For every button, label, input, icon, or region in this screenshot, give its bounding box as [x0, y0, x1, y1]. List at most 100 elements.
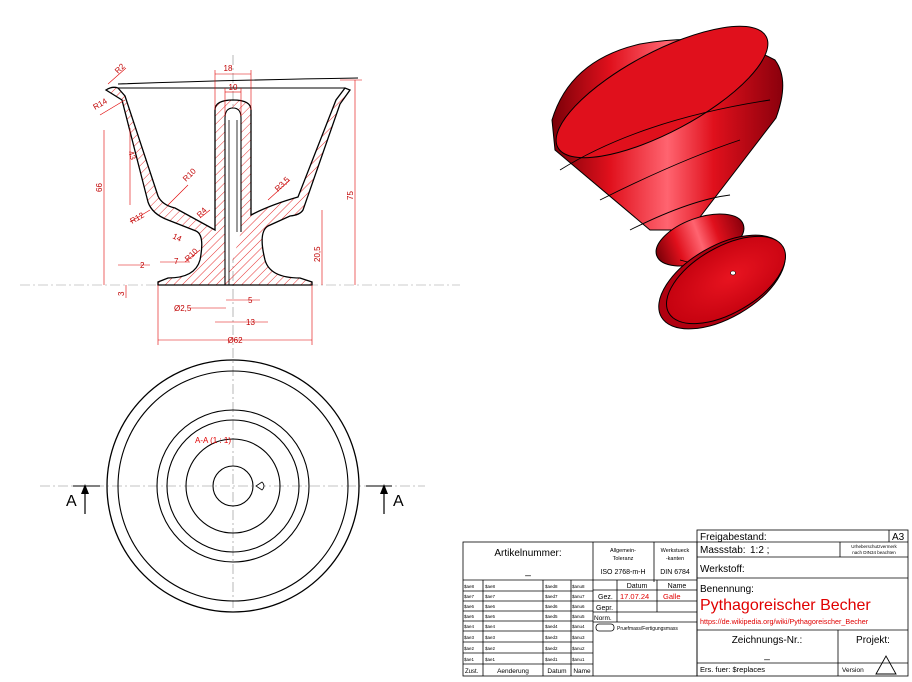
section-arrow-left: A	[66, 484, 100, 514]
tol-value: ISO 2768-m-H	[600, 569, 645, 576]
dim-43: 43	[126, 150, 138, 162]
rev-name: $anu2	[572, 646, 585, 651]
rev-aend: $ae3	[485, 635, 496, 640]
rev-zust: $ae3	[464, 635, 475, 640]
aenderung-label: Aenderung	[497, 668, 529, 675]
dim-dia25: Ø2,5	[174, 304, 192, 313]
copyright-line1: Urheberschutzvermerk	[851, 544, 897, 549]
drawing-title: Pythagoreischer Becher	[700, 597, 871, 614]
arrow-label-right: A	[393, 493, 404, 510]
model-3d-view	[551, 25, 786, 330]
rev-aend: $ae1	[485, 657, 496, 662]
dim-r2: R2	[113, 61, 127, 75]
dim-66: 66	[95, 183, 104, 192]
name-label: Name	[573, 668, 591, 675]
title-block-text: Freigabestand: A3 Massstab: 1:2 ; Urhebe…	[464, 532, 905, 675]
rev-aend: $ae6	[485, 604, 496, 609]
dim-r10: R10	[181, 166, 198, 183]
dim-2: 2	[140, 261, 145, 270]
zeichnungsnr-label: Zeichnungs-Nr.:	[732, 635, 803, 646]
rev-datum: $aed4	[545, 624, 558, 629]
rev-aend: $ae4	[485, 624, 496, 629]
dim-3: 3	[117, 291, 126, 296]
dim-75: 75	[346, 191, 355, 200]
section-arrow-right: A	[366, 484, 404, 514]
rev-name: $anu4	[572, 624, 585, 629]
rev-name: $anu5	[572, 614, 585, 619]
wiki-url: https://de.wikipedia.org/wiki/Pythagorei…	[700, 617, 869, 626]
rev-datum: $aed5	[545, 614, 558, 619]
copyright-line2: nach DIN34 beachten	[852, 550, 896, 555]
rev-aend: $ae7	[485, 594, 496, 599]
rev-datum: $aed2	[545, 646, 558, 651]
dim-205: 20,5	[313, 246, 322, 262]
name-head: Name	[668, 583, 687, 590]
rev-datum: $aed8	[545, 584, 558, 589]
projekt-label: Projekt:	[856, 635, 890, 646]
wk-line1: Werkstueck	[661, 548, 690, 554]
format-value: A3	[892, 532, 905, 543]
norm-label: Norm.	[594, 615, 612, 622]
dim-5: 5	[248, 296, 253, 305]
top-view: A-A (1 : 1) A A	[40, 348, 425, 613]
section-view: 18 10 R2 R14 43 66 R10 R3,5 75 R12 14 R4…	[20, 55, 460, 345]
rev-aend: $ae8	[485, 584, 496, 589]
rev-zust: $ae5	[464, 614, 475, 619]
rev-zust: $ae2	[464, 646, 475, 651]
dim-r10b: R10	[183, 246, 200, 263]
freigabe-label: Freigabestand:	[700, 532, 767, 543]
dim-dia62: Ø62	[227, 336, 243, 345]
werkstoff-label: Werkstoff:	[700, 564, 745, 575]
rev-datum: $aed7	[545, 594, 558, 599]
datum-head: Datum	[627, 583, 648, 590]
dim-r12: R12	[129, 210, 147, 225]
rev-aend: $ae2	[485, 646, 496, 651]
dim-13: 13	[246, 318, 255, 327]
rev-aend: $ae5	[485, 614, 496, 619]
tol-line1: Allgemein-	[610, 548, 636, 554]
tol-line2: Toleranz	[613, 556, 634, 562]
rev-name: $anu8	[572, 584, 585, 589]
pruef-text: Pruefmass/Fertigungsmass	[617, 626, 678, 632]
rev-zust: $ae1	[464, 657, 475, 662]
section-label: A-A (1 : 1)	[195, 436, 231, 445]
dim-7: 7	[174, 257, 179, 266]
gez-name: Galle	[663, 592, 681, 601]
gez-date: 17.07.24	[620, 592, 649, 601]
dim-r35: R3,5	[273, 175, 292, 194]
rev-name: $anu3	[572, 635, 585, 640]
rev-zust: $ae4	[464, 624, 475, 629]
zeichnungsnr-value: _	[763, 650, 770, 661]
rev-name: $anu1	[572, 657, 585, 662]
massstab-label: Massstab:	[700, 545, 746, 556]
dim-r4: R4	[195, 205, 209, 219]
benennung-label: Benennung:	[700, 584, 754, 595]
arrow-label-left: A	[66, 493, 77, 510]
version-label: Version	[842, 667, 864, 674]
wk-value: DIN 6784	[660, 569, 690, 576]
title-block	[462, 529, 909, 677]
rev-datum: $aed6	[545, 604, 558, 609]
wk-line2: -kanten	[666, 556, 684, 562]
rev-zust: $ae7	[464, 594, 475, 599]
rev-zust: $ae6	[464, 604, 475, 609]
artikel-label: Artikelnummer:	[494, 548, 561, 559]
revision-rows: $ae8 $ae8 $aed8 $anu8 $ae7 $ae7 $aed7 $a…	[464, 584, 585, 662]
massstab-value: 1:2 ;	[750, 545, 769, 556]
zust-label: Zust.	[465, 669, 479, 675]
gepr-label: Gepr.	[596, 605, 613, 612]
ers-fuer: Ers. fuer: $replaces	[700, 665, 765, 674]
rev-name: $anu6	[572, 604, 585, 609]
dim-10: 10	[229, 83, 238, 92]
rev-zust: $ae8	[464, 584, 475, 589]
dim-r14: R14	[92, 96, 110, 111]
rev-datum: $aed1	[545, 657, 558, 662]
rev-name: $anu7	[572, 594, 585, 599]
dim-14: 14	[171, 232, 183, 244]
dim-18: 18	[224, 64, 233, 73]
rev-datum: $aed3	[545, 635, 558, 640]
datum-label: Datum	[547, 668, 566, 675]
artikel-value: _	[524, 566, 531, 577]
gez-label: Gez.	[598, 594, 613, 601]
